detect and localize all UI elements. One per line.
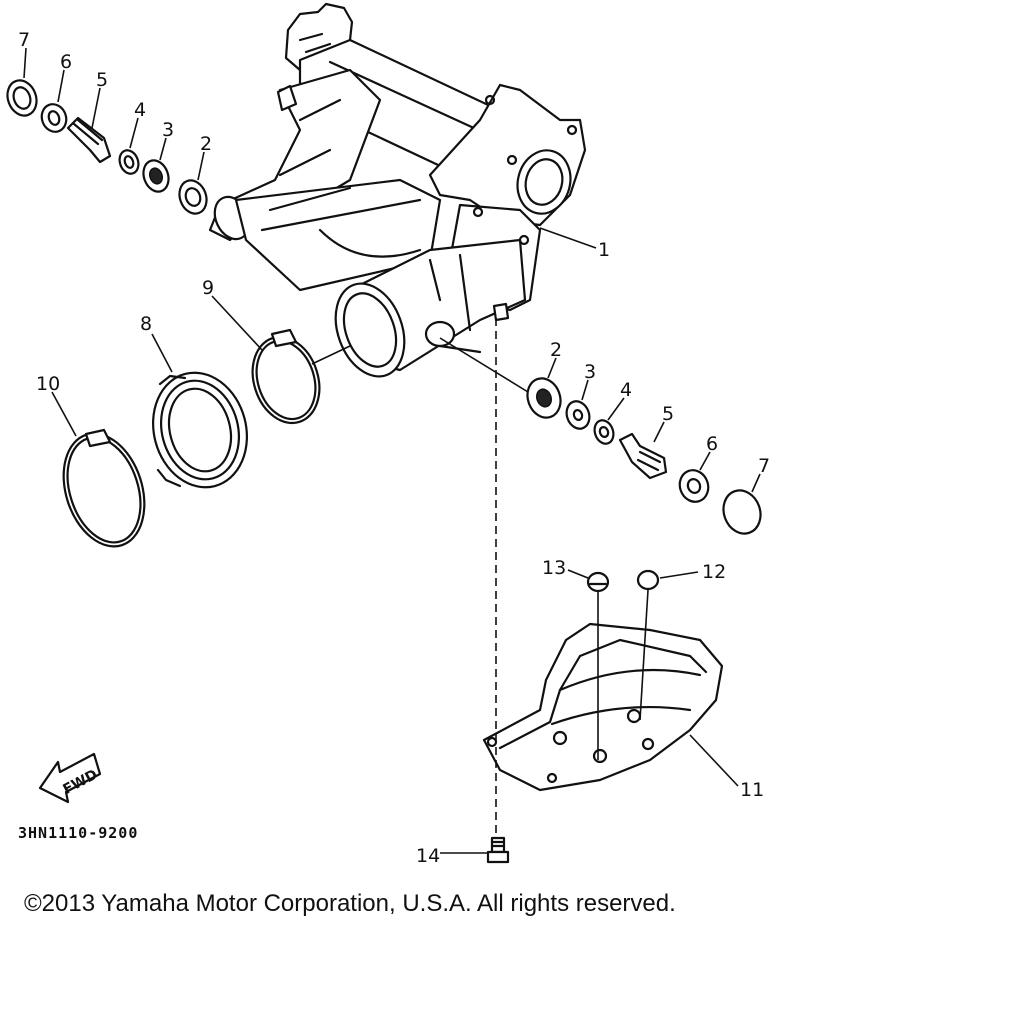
grommet-13	[586, 571, 610, 593]
copyright-notice: ©2013 Yamaha Motor Corporation, U.S.A. A…	[24, 890, 676, 917]
callout-2-lower: 2	[550, 339, 562, 361]
pivot-cap-upper	[6, 79, 38, 117]
callout-13: 13	[542, 557, 566, 579]
grommet-12	[636, 569, 660, 591]
clamp-large	[62, 428, 146, 548]
fwd-arrow-icon: FWD	[38, 752, 102, 804]
callout-4-lower: 4	[620, 379, 632, 401]
callout-12: 12	[702, 561, 726, 583]
callout-2-upper: 2	[200, 133, 212, 155]
callout-6-upper: 6	[60, 51, 72, 73]
pivot-nut-lower	[678, 469, 710, 503]
callout-6-lower: 6	[706, 433, 718, 455]
pivot-shaft-lower	[618, 432, 668, 480]
clamp-small	[251, 328, 321, 425]
callout-9: 9	[202, 277, 214, 299]
callout-5-upper: 5	[96, 69, 108, 91]
callout-7-upper: 7	[18, 29, 30, 51]
bolt-14	[486, 836, 510, 864]
leader-lines	[23, 47, 761, 854]
callout-8: 8	[140, 313, 152, 335]
callout-numbers: 7 6 5 4 3 2 1 2 3 4 5 6 7 8 9 10 11 12 1…	[18, 29, 770, 867]
pivot-nut-upper	[40, 103, 68, 133]
oil-seal-upper	[178, 179, 208, 215]
lower-pivot-parts	[526, 377, 762, 535]
spacer-lower	[593, 419, 615, 445]
callout-7-lower: 7	[758, 455, 770, 477]
upper-pivot-parts	[6, 79, 208, 215]
callout-3-lower: 3	[584, 361, 596, 383]
spacer-upper	[118, 149, 140, 175]
washer-lower	[565, 400, 591, 430]
swing-arm-frame	[208, 2, 587, 378]
rubber-boot	[152, 371, 248, 489]
assembly-lines	[495, 318, 649, 838]
callout-4-upper: 4	[134, 99, 146, 121]
callout-11: 11	[740, 779, 764, 801]
pivot-cap-lower	[722, 489, 762, 535]
callout-10: 10	[36, 373, 60, 395]
under-guard	[482, 622, 724, 792]
callout-14: 14	[416, 845, 440, 867]
callout-5-lower: 5	[662, 403, 674, 425]
part-code-label: 3HN1110-9200	[18, 824, 139, 842]
callout-1: 1	[598, 239, 610, 261]
callout-3-upper: 3	[162, 119, 174, 141]
